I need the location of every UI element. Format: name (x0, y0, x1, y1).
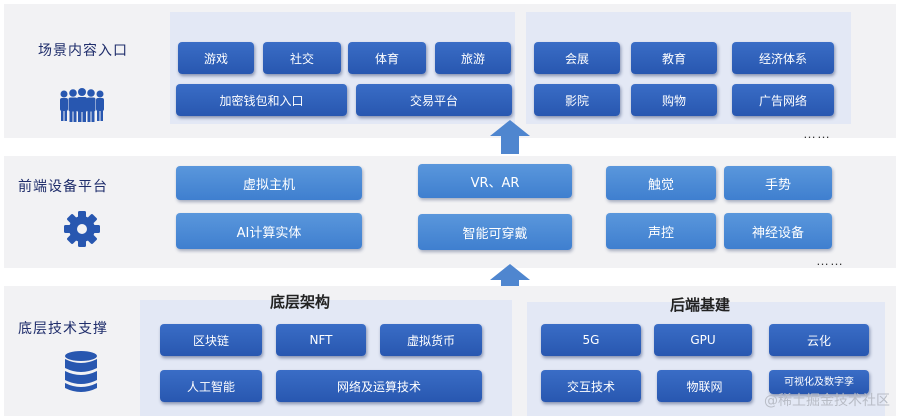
scene-more-ellipsis: …… (803, 126, 831, 141)
gear-icon (64, 211, 100, 247)
backend-item-interaction: 交互技术 (541, 370, 641, 402)
scene-item-shopping: 购物 (631, 84, 717, 116)
scene-item-cinema: 影院 (534, 84, 620, 116)
scene-item-games: 游戏 (178, 42, 254, 74)
scene-content-label: 场景内容入口 (38, 43, 128, 59)
scene-item-exhibition: 会展 (534, 42, 620, 74)
base-item-nft: NFT (276, 324, 366, 356)
scene-item-economy: 经济体系 (732, 42, 834, 74)
base-item-virtual-currency: 虚拟货币 (380, 324, 482, 356)
backend-item-gpu: GPU (654, 324, 752, 356)
device-more-ellipsis: …… (816, 253, 844, 268)
scene-item-crypto-wallet: 加密钱包和入口 (176, 84, 347, 116)
infrastructure-label: 底层技术支撑 (18, 321, 108, 337)
watermark: @稀土掘金技术社区 (764, 393, 890, 409)
backend-item-5g: 5G (541, 324, 641, 356)
frontend-device-label: 前端设备平台 (18, 179, 108, 195)
backend-infrastructure-title: 后端基建 (670, 296, 731, 314)
base-item-network-compute: 网络及运算技术 (276, 370, 482, 402)
base-architecture-title: 底层架构 (270, 293, 331, 311)
device-item-wearable: 智能可穿戴 (418, 214, 572, 250)
device-item-haptics: 触觉 (606, 166, 716, 200)
device-item-vr-ar: VR、AR (418, 164, 572, 198)
scene-item-ad-network: 广告网络 (732, 84, 834, 116)
scene-item-travel: 旅游 (435, 42, 511, 74)
scene-item-social: 社交 (263, 42, 341, 74)
scene-item-sports: 体育 (348, 42, 426, 74)
up-arrow-icon (490, 264, 530, 298)
base-item-blockchain: 区块链 (160, 324, 262, 356)
base-item-ai: 人工智能 (160, 370, 262, 402)
backend-item-cloud: 云化 (769, 324, 869, 356)
scene-item-education: 教育 (631, 42, 717, 74)
scene-item-trading-platform: 交易平台 (356, 84, 512, 116)
device-item-neural: 神经设备 (724, 213, 832, 249)
up-arrow-icon (490, 120, 530, 154)
device-item-voice-control: 声控 (606, 213, 716, 249)
people-group-icon (60, 88, 104, 122)
device-item-ai-compute: AI计算实体 (176, 213, 362, 249)
device-item-virtual-host: 虚拟主机 (176, 166, 362, 200)
backend-item-visualization: 可视化及数字孪 (769, 370, 869, 394)
database-icon (65, 351, 97, 392)
device-item-gesture: 手势 (724, 166, 832, 200)
backend-item-iot: 物联网 (657, 370, 752, 402)
